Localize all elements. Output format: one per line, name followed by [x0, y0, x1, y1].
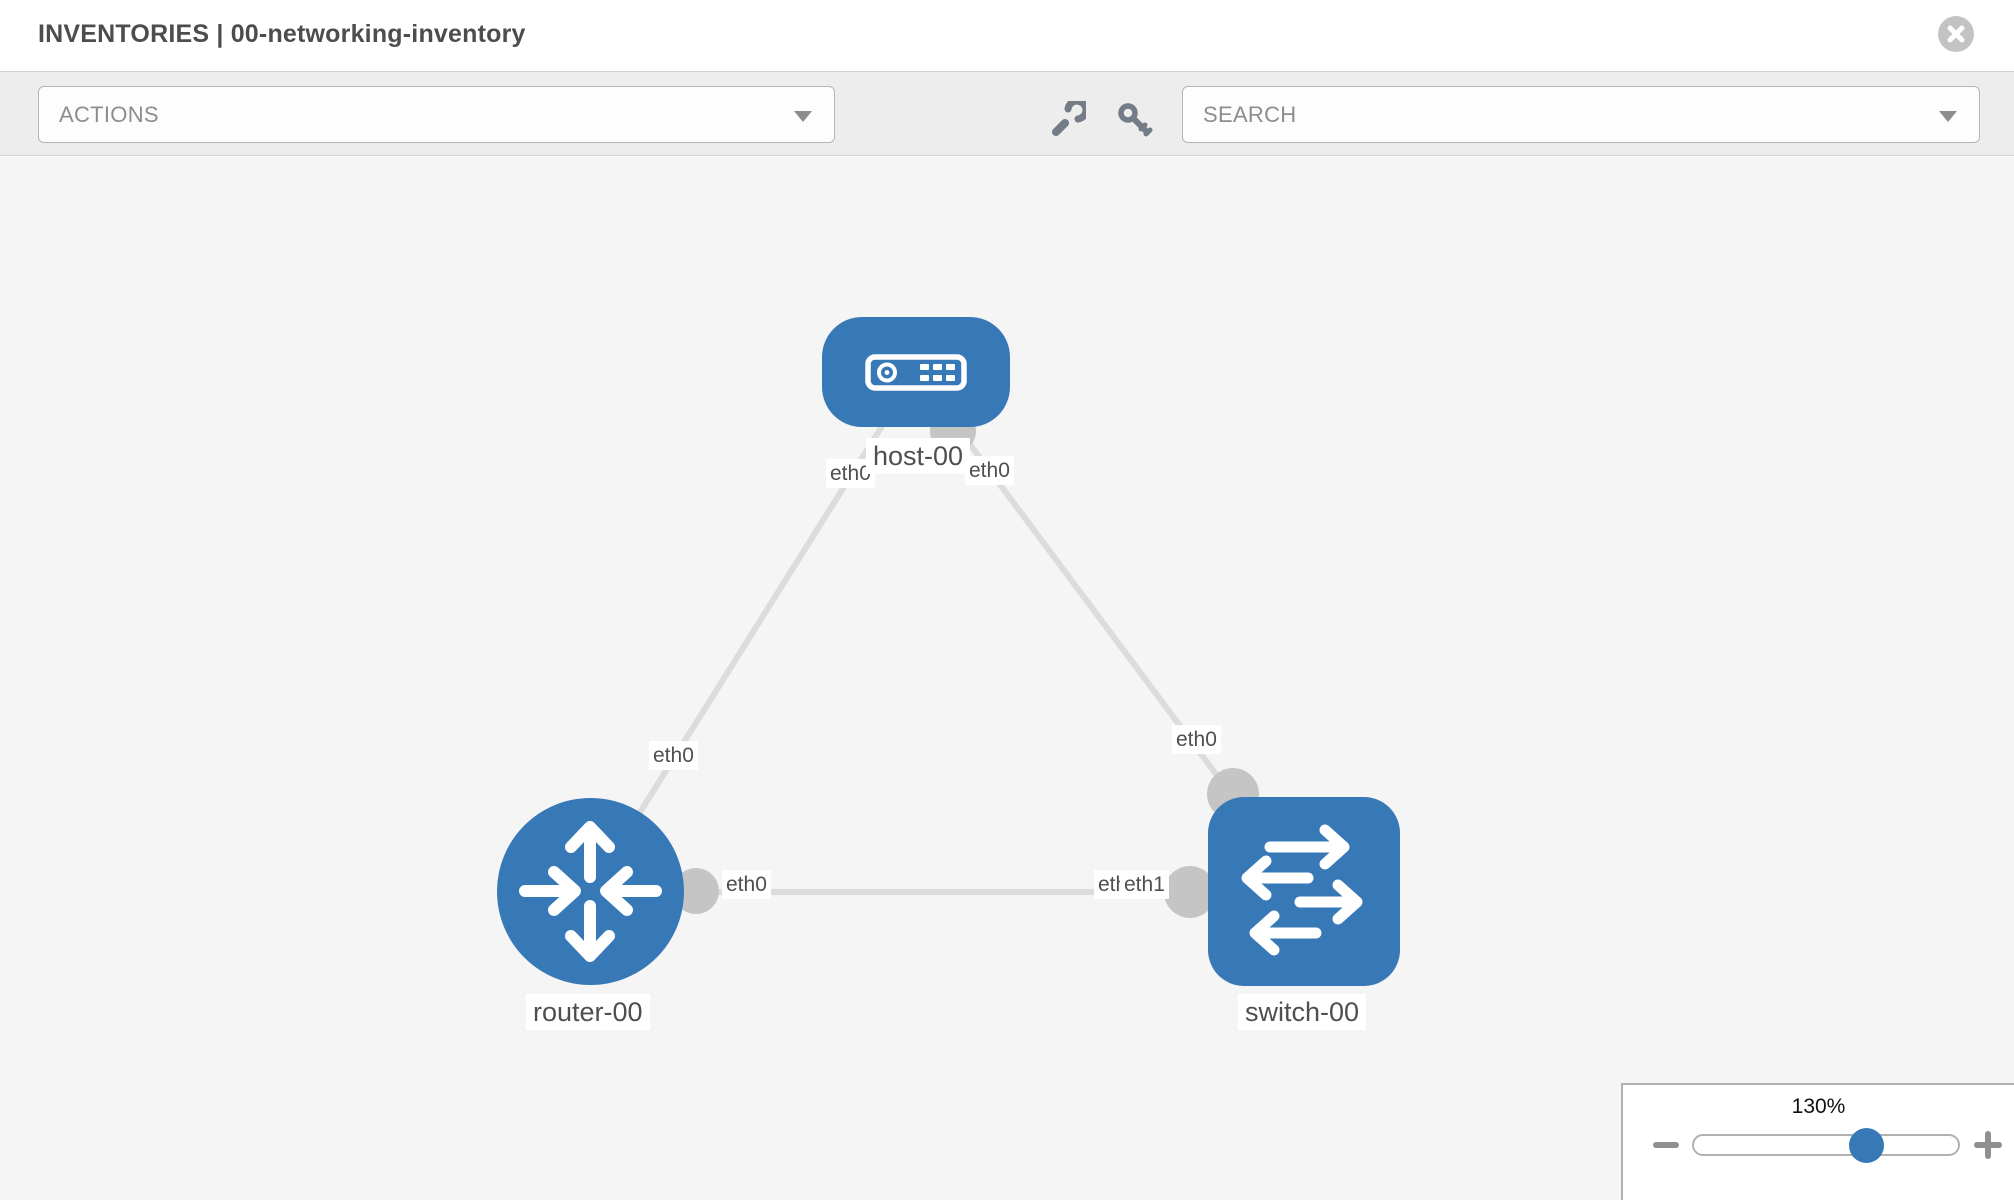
node-host-00[interactable] — [822, 317, 1010, 427]
node-label-router-00: router-00 — [526, 994, 650, 1030]
link-host-router — [587, 370, 919, 894]
chevron-down-icon — [1939, 111, 1957, 122]
node-switch-00[interactable] — [1208, 797, 1400, 986]
router-icon — [519, 821, 662, 962]
endpoint-router-eth0 — [673, 868, 719, 914]
close-button[interactable] — [1938, 16, 1974, 52]
endpoint-switch-eth1 — [1164, 866, 1216, 918]
wrench-button[interactable] — [1048, 97, 1090, 139]
interface-label-switch-eth0: eth0 — [1172, 725, 1221, 754]
zoom-in-button plus-icon[interactable] — [1974, 1131, 2002, 1159]
zoom-slider-handle[interactable] — [1848, 1128, 1884, 1163]
node-label-host-00: host-00 — [866, 438, 971, 474]
switch-icon — [1241, 824, 1363, 956]
toolbar: ACTIONS SEARCH — [0, 71, 2014, 156]
interface-label-host-eth0-right: eth0 — [965, 456, 1014, 485]
interface-label-host-eth0-left: eth0 — [826, 459, 875, 488]
close-icon — [1947, 25, 1965, 43]
wrench-icon — [1052, 97, 1090, 136]
interface-label-switch-eth1: eth1 — [1120, 870, 1169, 899]
zoom-out-button minus-icon[interactable] — [1653, 1142, 1679, 1148]
node-label-switch-00: switch-00 — [1238, 994, 1367, 1030]
zoom-level-value: 130% — [1791, 1095, 1846, 1118]
key-icon — [1118, 103, 1153, 137]
key-button[interactable] — [1116, 101, 1154, 139]
links-layer — [587, 370, 1307, 918]
topology-canvas[interactable]: eth0 eth0 eth0 eth0 eth0 eth0 eth1 host-… — [0, 157, 2014, 1200]
interface-label-router-eth0: eth0 — [722, 870, 771, 899]
page-header: INVENTORIES | 00-networking-inventory — [0, 0, 2014, 71]
actions-dropdown[interactable]: ACTIONS — [38, 86, 835, 143]
chevron-down-icon — [794, 111, 812, 122]
page-title: INVENTORIES | 00-networking-inventory — [38, 20, 526, 48]
search-dropdown-label: SEARCH — [1203, 101, 1297, 127]
zoom-control-panel: 130% — [1621, 1083, 2014, 1200]
host-icon — [865, 354, 967, 391]
node-router-00[interactable] — [497, 798, 684, 985]
search-dropdown[interactable]: SEARCH — [1182, 86, 1980, 143]
actions-dropdown-label: ACTIONS — [59, 101, 159, 127]
zoom-slider-track[interactable] — [1692, 1134, 1960, 1156]
interface-label-router-link-eth0: eth0 — [649, 741, 698, 770]
